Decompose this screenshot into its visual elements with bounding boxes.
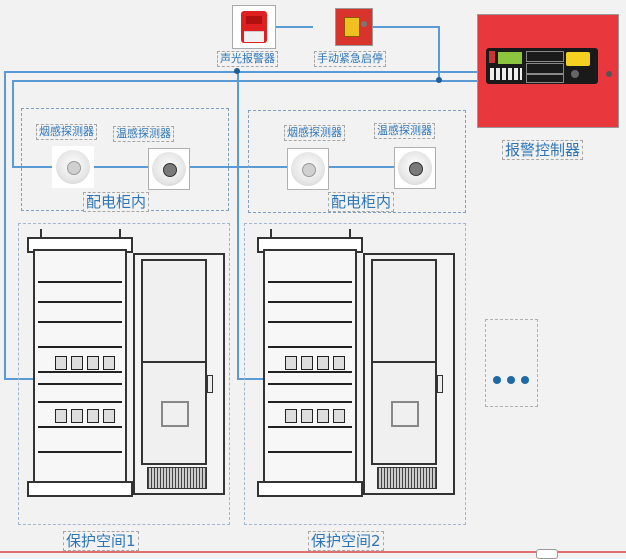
fire-alarm-controller-icon [486, 48, 598, 84]
wire-outer-to-cab1 [4, 378, 34, 380]
wire-outer-left-vertical [4, 71, 6, 379]
zone-2-smoke-label: 烟感探测器 [284, 125, 345, 141]
space-1-label: 保护空间1 [63, 531, 139, 551]
zone-2-heat-detector[interactable] [394, 147, 436, 189]
strobe-alarm-icon [241, 11, 267, 43]
emergency-stop-button-icon [344, 17, 360, 37]
wire-inner-bus [12, 80, 480, 82]
power-cabinet-icon[interactable] [257, 229, 455, 515]
wire-emergency-down [438, 26, 440, 80]
emergency-button-label: 手动紧急启停 [314, 51, 386, 67]
zone-1-heat-label: 温感探测器 [113, 126, 174, 142]
wire-detector-chain [12, 166, 412, 168]
ellipsis-icon [491, 376, 533, 384]
emergency-button[interactable] [335, 8, 373, 46]
zone-1-heat-detector[interactable] [148, 148, 190, 190]
zone-2-title: 配电柜内 [328, 192, 395, 212]
junction-dot [436, 77, 442, 83]
alarm-sounder-label: 声光报警器 [217, 51, 278, 67]
wire-drop-cab2-h [237, 378, 264, 380]
bottom-border-line [0, 551, 626, 553]
zone-1-smoke-detector[interactable] [52, 146, 94, 188]
zone-1-smoke-label: 烟感探测器 [36, 124, 97, 140]
alarm-controller[interactable] [477, 14, 619, 128]
wire-alarm-to-emergency [275, 26, 313, 28]
wire-inner-left-vertical [12, 80, 14, 167]
space-1-group [18, 223, 230, 525]
zone-1-title: 配电柜内 [83, 192, 150, 212]
power-cabinet-icon[interactable] [27, 229, 225, 515]
more-spaces-group[interactable] [485, 319, 538, 407]
alarm-sounder[interactable] [232, 5, 276, 49]
zone-2-smoke-detector[interactable] [287, 148, 329, 190]
wire-outer-bus [4, 71, 480, 73]
junction-dot [234, 68, 240, 74]
bottom-handle[interactable] [536, 549, 558, 559]
controller-label: 报警控制器 [502, 140, 584, 160]
wire-drop-cab2 [237, 71, 239, 379]
space-2-label: 保护空间2 [308, 531, 384, 551]
space-2-group [244, 223, 466, 525]
wire-top-emergency [372, 26, 439, 28]
zone-2-heat-label: 温感探测器 [374, 123, 435, 139]
zone-2-group [248, 110, 466, 213]
